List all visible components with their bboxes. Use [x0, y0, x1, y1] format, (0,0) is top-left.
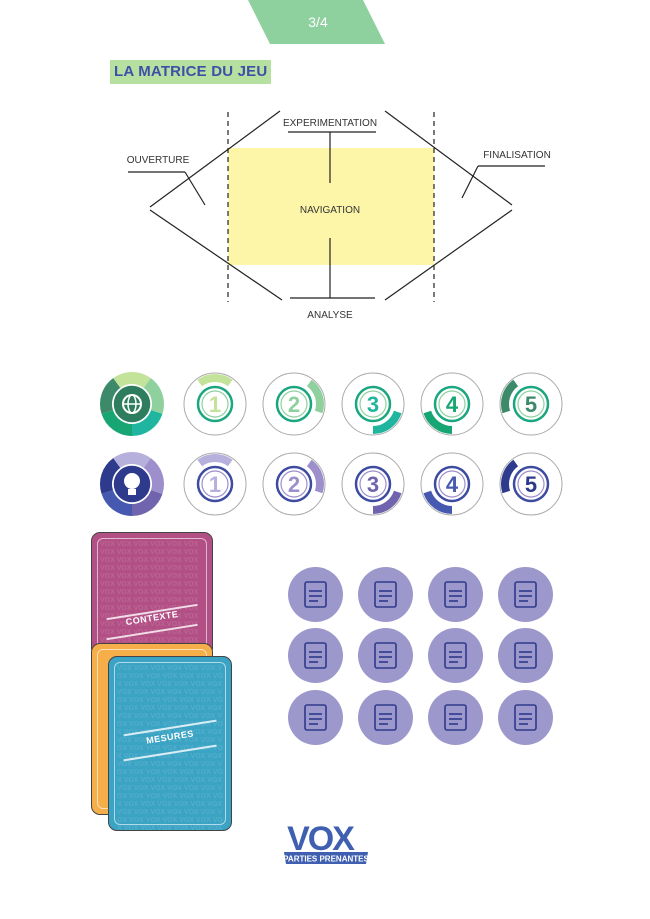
- green-row-category-token: [100, 372, 164, 436]
- location-network-icon[interactable]: [498, 567, 553, 622]
- landscape-icon[interactable]: [288, 690, 343, 745]
- card-pattern: VOX VOX VOX VOX VOX VOX VOX VOX VOX VOX …: [117, 665, 223, 831]
- card-contexte[interactable]: VOX VOX VOX VOX VOX VOX VOX VOX VOX VOX …: [91, 532, 213, 657]
- page-tab: [248, 0, 385, 44]
- token-green-1[interactable]: 1: [183, 372, 247, 436]
- people-group-icon[interactable]: [358, 690, 413, 745]
- experimentation-label: EXPERIMENTATION: [282, 118, 378, 129]
- ouverture-label: OUVERTURE: [126, 155, 190, 166]
- svg-text:VOX: VOX: [287, 820, 355, 858]
- heart-puzzle-icon[interactable]: [498, 690, 553, 745]
- chart-search-icon[interactable]: [358, 567, 413, 622]
- token-number: 3: [367, 392, 379, 417]
- token-number: 4: [446, 472, 459, 497]
- analyse-label: ANALYSE: [307, 310, 353, 321]
- token-number: 5: [525, 472, 537, 497]
- finalisation-label: FINALISATION: [483, 150, 551, 161]
- token-number: 3: [367, 472, 379, 497]
- token-purple-4[interactable]: 4: [420, 452, 484, 516]
- token-green-3[interactable]: 3: [341, 372, 405, 436]
- token-purple-3[interactable]: 3: [341, 452, 405, 516]
- purple-row-category-token: [100, 452, 164, 516]
- svg-text:PARTIES PRENANTES: PARTIES PRENANTES: [283, 855, 369, 864]
- token-number: 4: [446, 392, 459, 417]
- no-leaf-icon[interactable]: [428, 628, 483, 683]
- pattern-texture-icon[interactable]: [498, 628, 553, 683]
- token-number: 1: [209, 472, 221, 497]
- token-number: 2: [288, 472, 300, 497]
- token-green-4[interactable]: 4: [420, 372, 484, 436]
- navigation-zone: [228, 148, 434, 265]
- token-number: 1: [209, 392, 221, 417]
- token-green-2[interactable]: 2: [262, 372, 326, 436]
- navigation-label: NAVIGATION: [299, 205, 361, 216]
- token-number: 2: [288, 392, 300, 417]
- game-matrix-diagram: [128, 110, 545, 302]
- token-purple-2[interactable]: 2: [262, 452, 326, 516]
- token-number: 5: [525, 392, 537, 417]
- bench-lamp-icon[interactable]: [288, 628, 343, 683]
- vox-logo: VOX PARTIES PRENANTES: [283, 820, 369, 864]
- token-purple-5[interactable]: 5: [499, 452, 563, 516]
- section-title: LA MATRICE DU JEU: [110, 60, 272, 84]
- card-mesures[interactable]: VOX VOX VOX VOX VOX VOX VOX VOX VOX VOX …: [108, 656, 232, 831]
- token-green-5[interactable]: 5: [499, 372, 563, 436]
- token-purple-1[interactable]: 1: [183, 452, 247, 516]
- people-cycle-icon[interactable]: [358, 628, 413, 683]
- document-shield-icon[interactable]: [288, 567, 343, 622]
- lightbulb-icon: [124, 473, 140, 495]
- globe-icon: [122, 394, 142, 414]
- page-indicator: 3/4: [308, 14, 328, 30]
- brain-icon[interactable]: [428, 567, 483, 622]
- token-rows: 1 2 3 4 5 1 2 3 4 5: [100, 372, 563, 516]
- gear-icon[interactable]: [428, 690, 483, 745]
